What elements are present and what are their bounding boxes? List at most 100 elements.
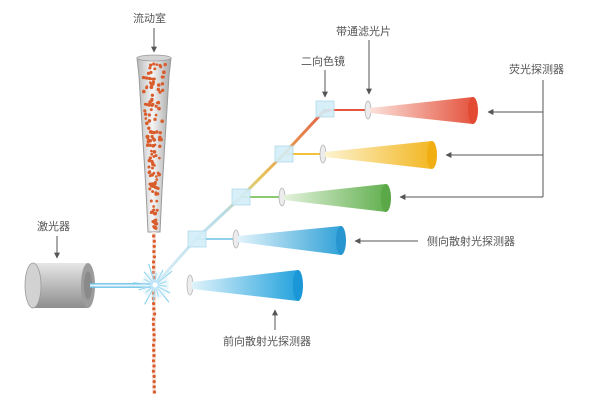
- cell-dot: [153, 117, 157, 122]
- stream-cell-dot: [152, 333, 156, 337]
- cell-dot: [162, 70, 166, 75]
- stream-cell-dot: [151, 343, 156, 347]
- cell-dot: [153, 67, 157, 71]
- stream-cell-dot: [152, 390, 157, 394]
- cell-dot: [152, 184, 156, 189]
- stream-cell-dot: [152, 385, 156, 389]
- label-bandpass-filter: 带通滤光片: [336, 24, 391, 38]
- flash-ray: [144, 289, 154, 305]
- cell-dot: [148, 182, 152, 186]
- cell-dot: [155, 63, 159, 66]
- cell-dot: [161, 88, 165, 92]
- cell-dot: [158, 90, 162, 94]
- stream-cell-dot: [152, 244, 156, 248]
- cell-dot: [157, 106, 161, 111]
- cell-dot: [147, 103, 151, 107]
- cell-dot: [163, 62, 167, 67]
- stream-cell-dot: [152, 265, 156, 269]
- flash-ray: [159, 286, 171, 294]
- cell-dot: [150, 173, 155, 177]
- cell-dot: [160, 119, 164, 123]
- cell-dot: [148, 66, 152, 70]
- dichroic-mirror-3: [274, 145, 294, 163]
- stream-cell-dot: [151, 369, 155, 373]
- stream-cell-dot: [152, 364, 156, 368]
- cell-dot: [149, 199, 153, 203]
- cell-dot: [157, 100, 161, 104]
- flash-ray: [148, 263, 155, 281]
- cell-dot: [143, 109, 147, 113]
- cell-dot: [149, 108, 153, 112]
- cell-dot: [154, 191, 158, 195]
- flash-ray: [155, 289, 159, 297]
- flash-ray: [159, 281, 167, 285]
- cell-dot: [160, 82, 165, 86]
- cell-dot: [149, 70, 153, 75]
- side-scatter-detector: [232, 226, 346, 255]
- cell-dot: [148, 143, 152, 147]
- stream-cell-dot: [152, 255, 156, 259]
- cell-dot: [147, 158, 152, 163]
- cell-dot: [158, 131, 162, 135]
- cell-dot: [150, 130, 154, 135]
- cell-dot: [149, 85, 154, 90]
- cell-dot: [146, 71, 151, 75]
- cell-dot: [148, 100, 152, 104]
- cell-dot: [144, 117, 148, 120]
- cell-dot: [150, 182, 154, 185]
- flow-cell: [136, 54, 172, 233]
- cell-dot: [155, 130, 159, 134]
- cell-dot: [158, 156, 161, 160]
- cell-dot: [150, 149, 153, 153]
- flash-ray: [145, 287, 152, 293]
- cell-dot: [154, 104, 158, 108]
- cell-dot: [148, 81, 152, 84]
- cell-dot: [144, 121, 149, 126]
- cell-dot: [155, 208, 159, 212]
- cell-dot: [152, 62, 156, 66]
- laser-beam: [90, 283, 152, 288]
- laser-device: [24, 262, 95, 309]
- flash-ray: [155, 273, 157, 281]
- stream-cell-dot: [152, 302, 156, 306]
- scatter-flash: [133, 263, 173, 305]
- cell-dot: [158, 138, 161, 142]
- cell-dot: [147, 126, 151, 130]
- fluorescence-detector-yellow: [319, 141, 437, 169]
- cell-dot: [142, 89, 146, 94]
- label-side-scatter-detector: 侧向散射光探测器: [427, 234, 515, 248]
- cell-dot: [155, 199, 159, 203]
- label-laser: 激光器: [37, 219, 70, 233]
- flash-ray: [143, 271, 153, 282]
- cell-dot: [153, 181, 157, 186]
- cell-dot: [152, 138, 157, 142]
- label-forward-scatter-detector: 前向散射光探测器: [223, 334, 311, 348]
- cell-dot: [155, 178, 159, 181]
- cell-dot: [159, 65, 163, 69]
- stream-cell-dot: [152, 239, 156, 243]
- cell-dot: [156, 186, 160, 190]
- flash-ray: [133, 282, 151, 285]
- stream-cell-dot: [152, 338, 156, 342]
- cell-dot: [145, 86, 149, 90]
- stream-cell-dot: [151, 270, 155, 274]
- cell-dot: [156, 87, 161, 92]
- cell-dot: [151, 144, 155, 148]
- cell-dot: [158, 135, 162, 140]
- flash-ray: [157, 288, 170, 303]
- cell-dot: [148, 138, 153, 143]
- cell-dot: [156, 83, 161, 87]
- flash-ray: [152, 289, 155, 302]
- cell-dot: [143, 112, 148, 116]
- stream-cell-dot: [151, 359, 156, 363]
- cell-dot: [153, 221, 158, 226]
- forward-scatter-detector: [186, 270, 303, 301]
- flash-ray: [156, 269, 164, 281]
- cell-dot: [154, 154, 158, 158]
- cell-dot: [153, 211, 158, 216]
- cell-dot: [147, 165, 151, 169]
- label-fluorescence-detector: 荧光探测器: [509, 62, 564, 76]
- cell-dot: [154, 175, 158, 178]
- label-dichroic-mirror: 二向色镜: [301, 54, 345, 68]
- flow-cell-cells: [141, 62, 167, 230]
